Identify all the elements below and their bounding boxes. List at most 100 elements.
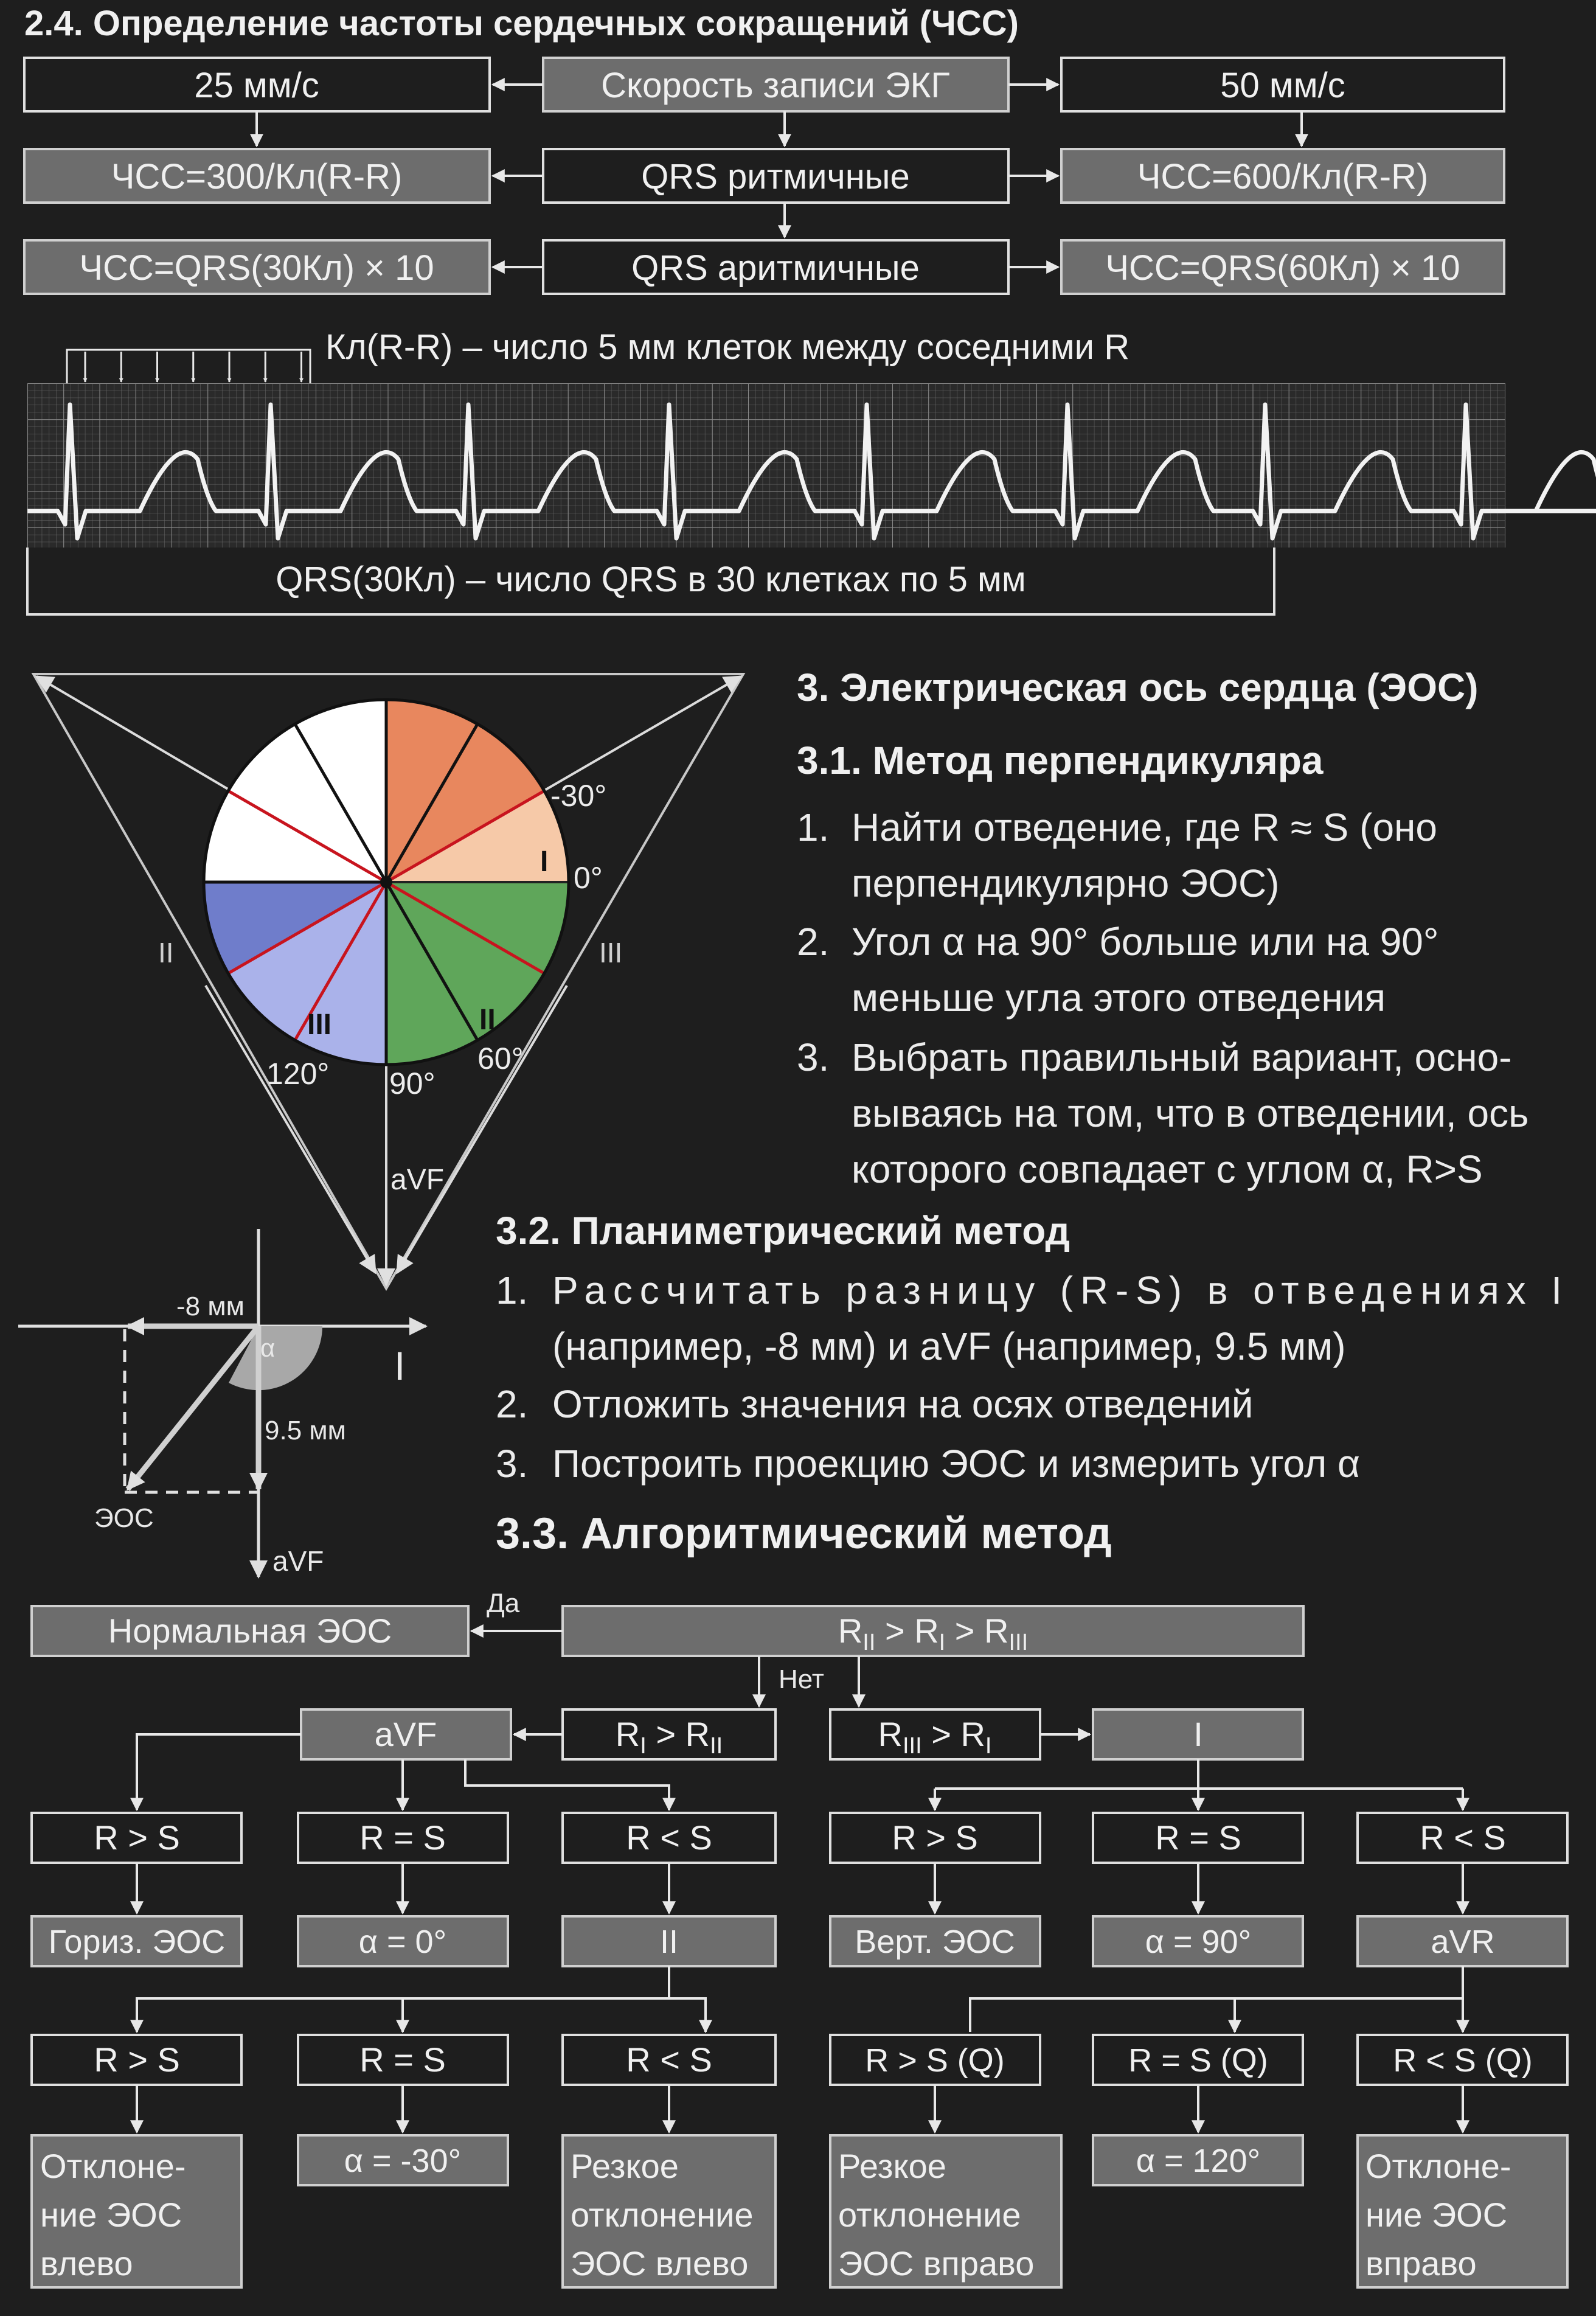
hexaxial-diagram: II III aVF I II III -30° 0° 60° 90° 120° [31,673,746,1291]
m2-item2-line1: Отложить значения на осях отведений [552,1382,1253,1426]
speed-label: Скорость записи ЭКГ [601,66,950,105]
r3-c1: R > S [94,1818,180,1857]
hr-arrows [250,78,1308,274]
no-label: Нет [779,1664,824,1694]
r4-c5-box [1092,1915,1304,1967]
formula-600-box [1060,148,1505,204]
planimetric-diagram: -8 мм α I 9.5 мм ЭОС aVF [18,1229,428,1579]
r6-c6-l2: ние ЭОС [1365,2196,1507,2234]
r5-c4: R > S (Q) [865,2042,1005,2079]
r6-c4-box [829,2134,1063,2289]
avf-box-label: aVF [375,1715,437,1753]
label-alpha: α [260,1334,275,1362]
spoke-red [385,789,546,884]
conn-ii-bus [136,1997,712,2034]
r6-c2: α = -30° [344,2143,461,2179]
ecg-strip [27,383,1596,548]
conn-avf-r3c1 [130,1733,301,1812]
m1-item3-line3: которого совпадает с углом α, R>S [852,1147,1483,1191]
m1-item3-line2: вываясь на том, что в отведении, ось [852,1091,1528,1135]
rr-note: Кл(R-R) – число 5 мм клеток между соседн… [325,327,1129,367]
speed-50-label: 50 мм/с [1220,66,1345,105]
normal-eos: Нормальная ЭОС [108,1612,392,1650]
m1-item2-num: 2. [797,920,829,964]
circle-spokes [204,700,569,1065]
spoke-red [227,880,387,975]
label-lead-i: I [394,1343,405,1388]
method-2-title: 3.2. Планиметрический метод [496,1209,1070,1253]
r6-c3-l3: ЭОС влево [571,2244,748,2283]
speed-label-box [542,57,1010,113]
m1-item1-line2: перпендикулярно ЭОС) [852,861,1279,905]
r3-c3: R < S [626,1818,712,1857]
m1-item1-num: 1. [797,805,829,849]
r6-c4-l3: ЭОС вправо [838,2244,1034,2283]
deg-120: 120° [266,1057,329,1091]
r6-c4-l1: Резкое [838,2147,946,2185]
label-minus-8: -8 мм [176,1292,245,1321]
r3-c5: R = S [1155,1818,1241,1857]
spoke-red [385,880,546,975]
m2-item3-line1: Построить проекцию ЭОС и измерить угол α [552,1442,1360,1486]
rr-bracket [66,349,311,383]
r4-c4: Верт. ЭОС [855,1924,1015,1960]
sector-white [204,700,386,882]
algorithm-flowchart: Нормальная ЭОС RII > RI > RIII Да Нет aV… [30,1588,1569,2289]
formula-300: ЧСС=300/Кл(R-R) [111,157,403,196]
r6-c6-l1: Отклоне- [1365,2147,1511,2185]
circle-center [380,876,392,888]
r3-c6: R < S [1420,1818,1506,1857]
m1-item2-line1: Угол α на 90° больше или на 90° [852,920,1438,964]
speed-row: 25 мм/с Скорость записи ЭКГ 50 мм/с [23,57,1505,113]
m2-item1-num: 1. [496,1268,528,1312]
circle-lead-ii: II [479,1004,496,1036]
m1-item3-line1: Выбрать правильный вариант, осно- [852,1035,1512,1079]
speed-25-label: 25 мм/с [194,66,319,105]
r5-c2: R = S [359,2040,446,2079]
formula-row-2: ЧСС=QRS(30Кл) × 10 QRS аритмичные ЧСС=QR… [23,239,1505,295]
spoke-black [293,723,388,883]
formula-300-box [23,148,491,204]
vector-iii [396,984,568,1274]
ecg-trace [27,402,1596,541]
r6-c6-box [1356,2134,1569,2289]
label-9-5: 9.5 мм [265,1416,346,1445]
m2-item3-num: 3. [496,1442,528,1486]
spoke-black [384,723,479,883]
tri-label-iii: III [599,937,622,968]
normal-eos-box [30,1605,470,1657]
eos-vector [125,1324,261,1491]
r6-c1-l3: влево [40,2244,133,2283]
qrs-arrhythmic: QRS аритмичные [631,248,920,288]
sector-blue [204,882,386,973]
avf-box [300,1708,512,1761]
r4-c2: α = 0° [359,1924,446,1960]
spoke-red [227,789,387,884]
r4-c3-box [561,1915,777,1967]
r4-c1-box [30,1915,243,1967]
label-eos: ЭОС [94,1503,154,1533]
alpha-arc [229,1326,323,1391]
method-3-title: 3.3. Алгоритмический метод [496,1509,1112,1558]
spoke-red [293,881,388,1042]
r6-c1-l2: ние ЭОС [40,2196,182,2234]
riii-gt-ri: RIII > RI [878,1715,992,1759]
ri-gt-rii: RI > RII [616,1715,723,1759]
qrs-rhythmic: QRS ритмичные [641,157,910,196]
spoke-black [384,881,479,1042]
r4-c3: II [660,1924,678,1960]
m2-item1-line1: Рассчитать разницу (R-S) в отведениях I [552,1268,1562,1312]
deg-minus-30: -30° [550,779,606,813]
circle-outline [202,698,571,1066]
rr-bracket-line [66,349,311,383]
formula-600: ЧСС=600/Кл(R-R) [1137,157,1429,196]
deg-0: 0° [574,861,603,895]
flow-connectors [130,1624,1469,2134]
deg-90: 90° [389,1066,435,1101]
m2-item1-line2: (например, -8 мм) и aVF (например, 9.5 м… [552,1324,1346,1368]
r4-c6: aVR [1431,1924,1494,1960]
r6-c1-l1: Отклоне- [40,2147,186,2185]
r6-c4-l2: отклонение [838,2196,1021,2234]
formula-60: ЧСС=QRS(60Кл) × 10 [1105,248,1460,288]
r6-c6-l3: вправо [1365,2244,1477,2283]
